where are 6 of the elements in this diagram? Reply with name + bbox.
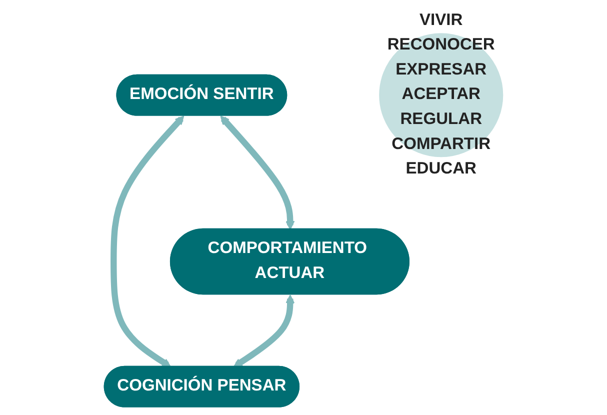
arrow [233,294,295,368]
node-label: EDUCAR [406,160,476,178]
arrow [110,116,184,368]
node-circle: RECONOCER EXPRESAR ACEPTAR REGULAR COMPARTIR [379,33,504,158]
node-label: VIVIR [420,11,463,29]
arrow [220,116,295,230]
